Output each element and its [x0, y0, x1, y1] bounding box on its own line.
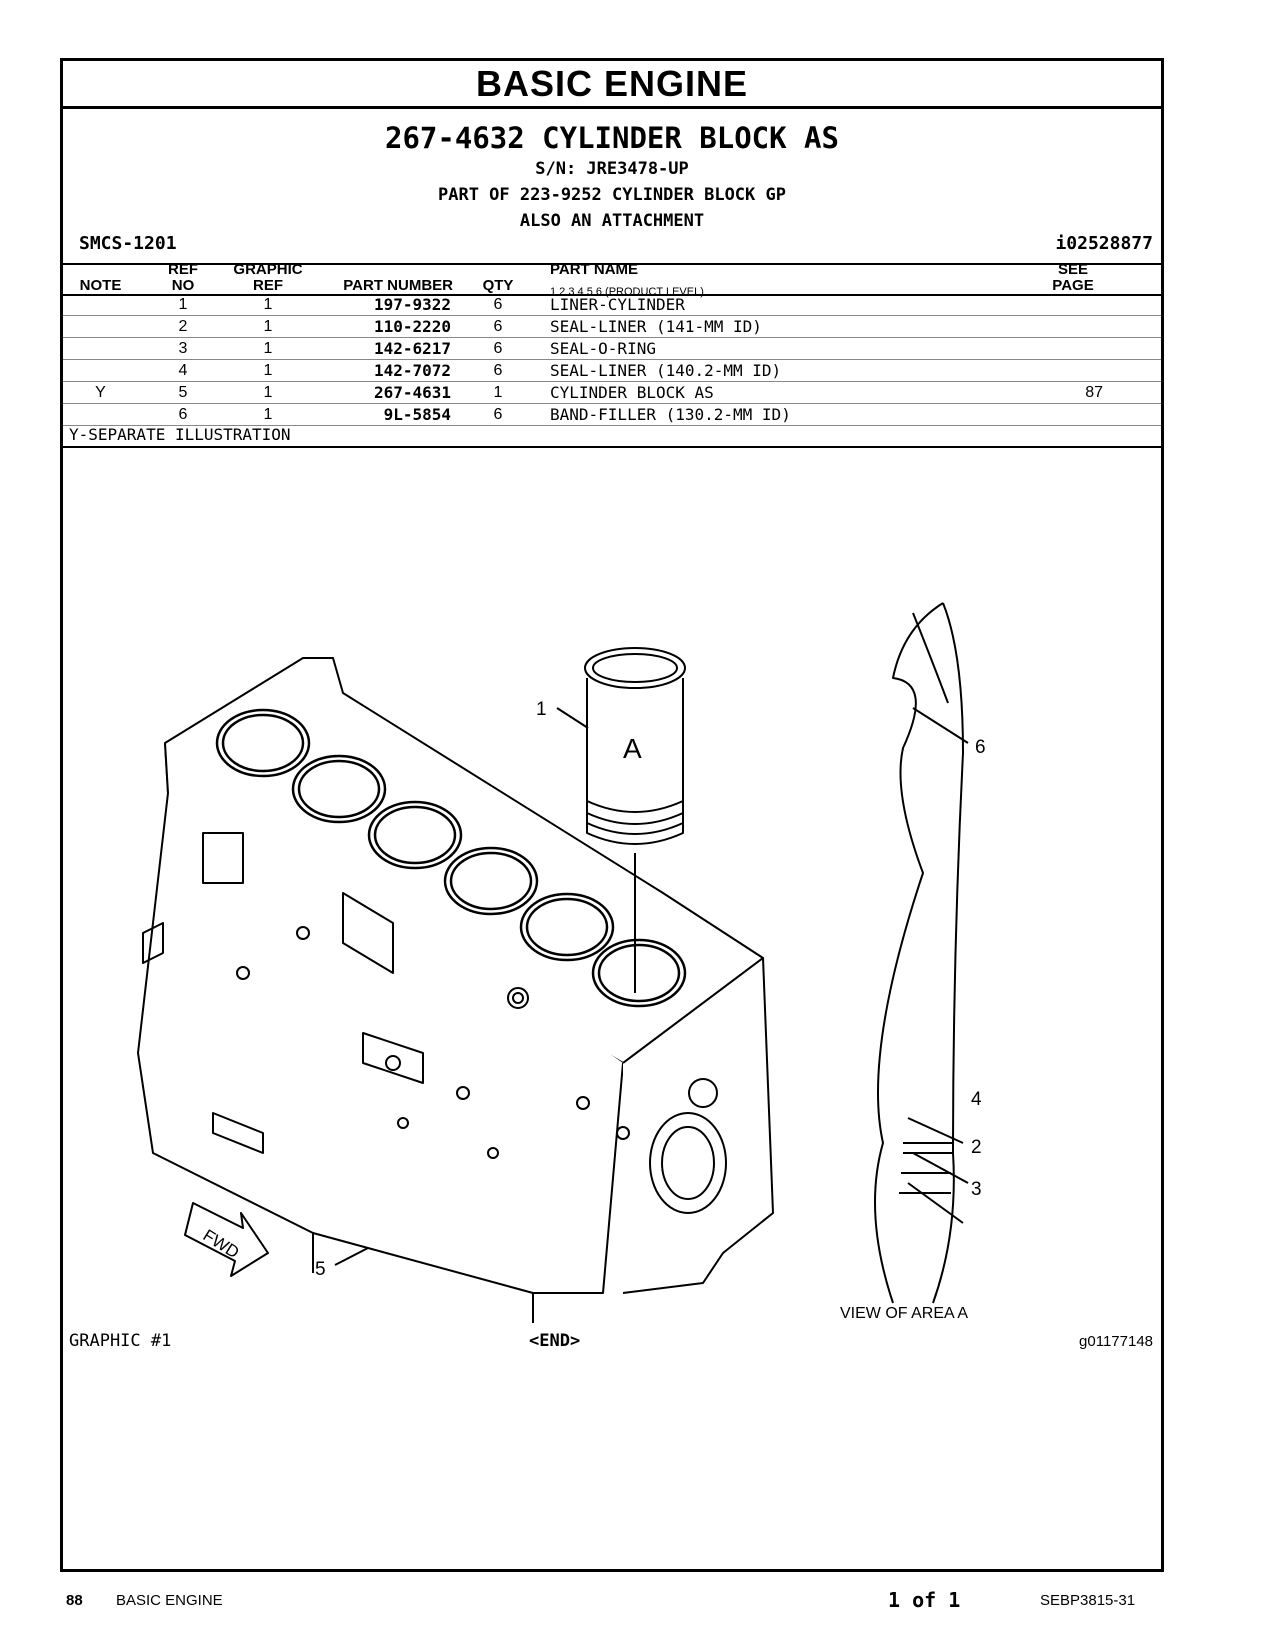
assembly-title: 267-4632 CYLINDER BLOCK AS [385, 121, 839, 155]
table-row: 2 1 110-2220 6 SEAL-LINER (141-MM ID) [63, 316, 1161, 338]
col-qty: QTY [482, 277, 514, 294]
cell-qty: 1 [493, 384, 503, 401]
parts-table-body: 1 1 197-9322 6 LINER-CYLINDER 2 1 110-22… [63, 294, 1161, 426]
view-caption: VIEW OF AREA A [840, 1305, 968, 1322]
cell-part-name: CYLINDER BLOCK AS [550, 383, 714, 402]
callout-2: 2 [971, 1137, 982, 1158]
cell-graphic: 1 [263, 362, 273, 379]
col-see-page: SEE PAGE [1052, 261, 1094, 294]
cell-ref: 4 [178, 362, 188, 379]
col-ref-no: REF NO [168, 261, 198, 294]
table-divider [63, 446, 1161, 448]
attachment-note: ALSO AN ATTACHMENT [519, 211, 705, 231]
cell-graphic: 1 [263, 384, 273, 401]
cell-part-number: 9L-5854 [383, 405, 451, 424]
part-of-group: PART OF 223-9252 CYLINDER BLOCK GP [438, 185, 786, 205]
cell-graphic: 1 [263, 340, 273, 357]
smcs-code: SMCS-1201 [79, 233, 177, 254]
area-a-label: A [623, 733, 642, 764]
end-marker: <END> [529, 1331, 581, 1351]
col-note: NOTE [79, 277, 122, 294]
cell-ref: 2 [178, 318, 188, 335]
cell-ref: 5 [178, 384, 188, 401]
table-row: Y 5 1 267-4631 1 CYLINDER BLOCK AS 87 [63, 382, 1161, 404]
cylinder-block-illustration: 1 2 3 4 5 6 A FWD VIEW OF AREA A [137, 602, 986, 1323]
product-level-scale: 1 2 3 4 5 6 (PRODUCT LEVEL) [550, 286, 704, 298]
cell-part-name: SEAL-LINER (140.2-MM ID) [550, 361, 782, 380]
table-footnote: Y-SEPARATE ILLUSTRATION [69, 425, 291, 444]
cell-part-number: 197-9322 [373, 295, 451, 314]
parts-page-frame: BASIC ENGINE 267-4632 CYLINDER BLOCK AS … [60, 58, 1164, 1572]
table-row: 6 1 9L-5854 6 BAND-FILLER (130.2-MM ID) [63, 404, 1161, 426]
cell-graphic: 1 [263, 406, 273, 423]
cell-qty: 6 [493, 296, 503, 313]
title-block: 267-4632 CYLINDER BLOCK AS S/N: JRE3478-… [63, 121, 1161, 234]
table-row: 1 1 197-9322 6 LINER-CYLINDER [63, 294, 1161, 316]
cell-part-name: LINER-CYLINDER [550, 295, 685, 314]
callout-3: 3 [971, 1179, 982, 1200]
col-graphic-ref: GRAPHIC REF [233, 261, 303, 294]
table-header: NOTE REF NO GRAPHIC REF PART NUMBER QTY … [63, 261, 1161, 298]
cell-part-number: 267-4631 [373, 383, 451, 402]
cell-qty: 6 [493, 362, 503, 379]
cell-qty: 6 [493, 406, 503, 423]
callout-5: 5 [315, 1259, 326, 1280]
cell-see-page: 87 [1085, 384, 1103, 401]
callout-4: 4 [971, 1089, 982, 1110]
document-id: i02528877 [1055, 233, 1153, 254]
cell-part-number: 110-2220 [373, 317, 451, 336]
cell-ref: 6 [178, 406, 188, 423]
col-part-name: PART NAME [550, 261, 639, 278]
page-count: 1 of 1 [888, 1588, 961, 1612]
table-row: 3 1 142-6217 6 SEAL-O-RING [63, 338, 1161, 360]
cell-ref: 3 [178, 340, 188, 357]
footer-section: BASIC ENGINE [116, 1592, 223, 1609]
cell-qty: 6 [493, 340, 503, 357]
section-header: BASIC ENGINE [63, 61, 1161, 109]
graphic-id: g01177148 [1079, 1333, 1153, 1350]
cell-graphic: 1 [263, 318, 273, 335]
col-part-number: PART NUMBER [343, 277, 453, 294]
cell-part-number: 142-7072 [373, 361, 451, 380]
document-number: SEBP3815-31 [1040, 1592, 1136, 1609]
cell-graphic: 1 [263, 296, 273, 313]
cell-part-name: BAND-FILLER (130.2-MM ID) [550, 405, 791, 424]
graphic-number: GRAPHIC #1 [69, 1331, 172, 1351]
cell-part-number: 142-6217 [373, 339, 451, 358]
cell-part-name: SEAL-LINER (141-MM ID) [550, 317, 762, 336]
cell-part-name: SEAL-O-RING [550, 339, 656, 358]
cell-ref: 1 [178, 296, 188, 313]
callout-6: 6 [975, 737, 986, 758]
cell-qty: 6 [493, 318, 503, 335]
callout-1: 1 [536, 699, 547, 720]
cell-note: Y [95, 384, 106, 401]
serial-range: S/N: JRE3478-UP [535, 159, 689, 179]
page-number: 88 [66, 1592, 83, 1609]
table-row: 4 1 142-7072 6 SEAL-LINER (140.2-MM ID) [63, 360, 1161, 382]
